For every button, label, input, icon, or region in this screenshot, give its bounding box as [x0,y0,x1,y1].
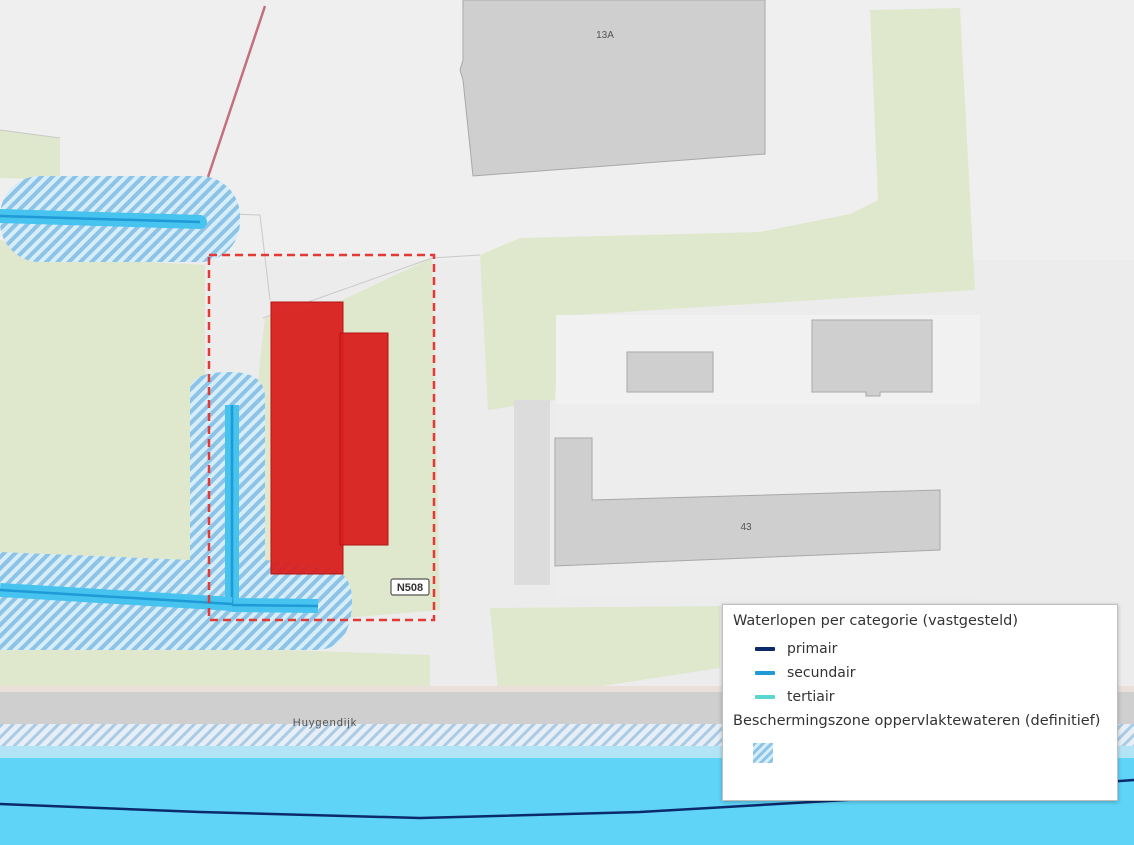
legend-item-secundair: secundair [755,661,1107,685]
selection-outline [207,253,436,622]
legend-swatch-tertiair [755,695,775,699]
legend-item-tertiair: tertiair [755,685,1107,709]
road-shield-label: N508 [397,582,423,594]
building-label-43: 43 [740,522,752,533]
hatched-zone-icon [753,743,773,763]
buildings [459,0,941,567]
building-small-1 [626,351,714,393]
highlight-parcel-2[interactable] [339,332,389,546]
legend-label-tertiair: tertiair [787,689,835,705]
legend-zone-title: Beschermingszone oppervlaktewateren (def… [733,713,1101,729]
legend-item-primair: primair [755,637,1107,661]
building-small-2 [811,319,933,397]
building-13a [459,0,766,177]
legend-label-secundair: secundair [787,665,856,681]
road-name-label: Huygendijk [293,717,357,729]
legend-label-primair: primair [787,641,838,657]
highlight-parcel-1[interactable] [270,301,344,575]
legend-swatch-primair [755,647,775,651]
building-label-13a: 13A [596,30,614,41]
side-strip [514,400,550,585]
road-shield: N508 [390,578,430,596]
legend-title: Waterlopen per categorie (vastgesteld) [733,613,1018,629]
map-legend: Waterlopen per categorie (vastgesteld) p… [722,604,1118,801]
legend-swatch-secundair [755,671,775,675]
road-edge [0,686,1134,692]
building-43 [554,437,941,567]
